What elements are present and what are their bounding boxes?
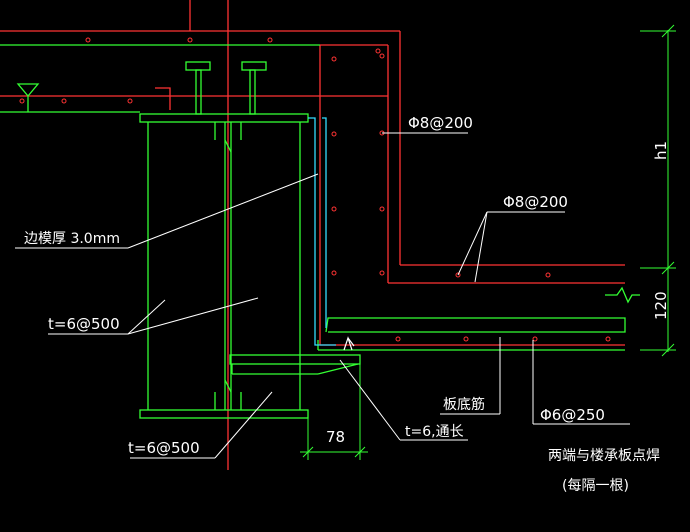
triangle-elevation-icon <box>16 83 40 112</box>
dimension-lines <box>300 24 676 460</box>
floor-lines <box>0 44 640 351</box>
weld-icon <box>343 336 355 351</box>
edge-formwork <box>308 117 336 346</box>
slab-bottom-rebar-label: 板底筋 <box>443 396 485 413</box>
plate-continuous-label: t=6,通长 <box>405 424 464 440</box>
leader-lines <box>15 132 630 459</box>
concrete-outline <box>0 0 625 470</box>
plate-label-upper: t=6@500 <box>48 315 120 333</box>
weld-note-label: 两端与楼承板点焊 <box>548 448 660 464</box>
weld-note-sub-label: (每隔一根) <box>562 478 629 494</box>
rebar-label-top: Φ8@200 <box>408 114 473 132</box>
plate-label-lower: t=6@500 <box>128 439 200 457</box>
dimension-h1: h1 <box>652 141 670 160</box>
rebar-dots <box>19 37 611 342</box>
dimension-slab-thickness: 120 <box>652 291 670 320</box>
formwork-thickness-label: 边模厚 3.0mm <box>24 231 120 247</box>
rebar-label-bottom: Φ6@250 <box>540 406 605 424</box>
steel-beam <box>139 61 361 419</box>
dimension-plate-width: 78 <box>326 428 345 446</box>
rebar-label-mid: Φ8@200 <box>503 193 568 211</box>
